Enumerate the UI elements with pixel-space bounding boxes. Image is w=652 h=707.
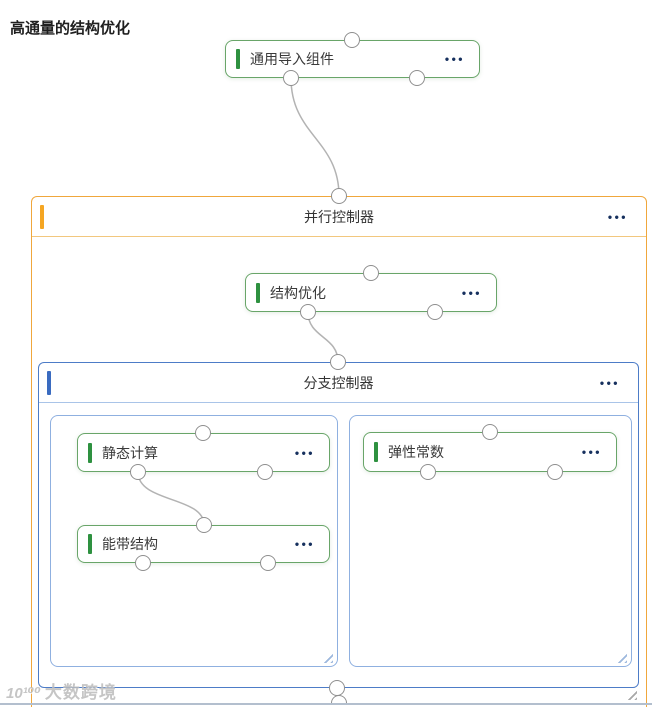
node-label: 静态计算 — [102, 444, 158, 461]
port-branch-top[interactable] — [330, 354, 346, 370]
watermark: 10¹⁰⁰ 大数跨境 — [6, 678, 117, 703]
branch-more-menu-icon[interactable]: ••• — [599, 376, 620, 390]
node-accent-bar-icon — [88, 442, 92, 463]
port-band-structure-bottom-right[interactable] — [260, 555, 276, 571]
port-structure-opt-bottom-left[interactable] — [300, 304, 316, 320]
port-band-structure-bottom-left[interactable] — [135, 555, 151, 571]
branch-controller-title: 分支控制器 — [303, 375, 374, 391]
parallel-controller-title: 并行控制器 — [304, 209, 374, 225]
branch-accent-bar-icon — [47, 371, 51, 395]
canvas-bottom-edge — [0, 703, 652, 705]
node-label: 通用导入组件 — [250, 51, 334, 67]
port-structure-opt-top[interactable] — [363, 265, 379, 281]
port-parallel-top[interactable] — [331, 188, 347, 204]
node-label: 结构优化 — [270, 284, 326, 301]
edge-import-to-parallel[interactable] — [290, 77, 340, 197]
port-band-structure-top[interactable] — [196, 517, 212, 533]
port-generic-import-top[interactable] — [344, 32, 360, 48]
port-structure-opt-bottom-right[interactable] — [427, 304, 443, 320]
node-more-menu-icon[interactable]: ••• — [581, 445, 602, 459]
port-static-calc-bottom-right[interactable] — [257, 464, 273, 480]
port-elastic-const-top[interactable] — [482, 424, 498, 440]
port-parallel-bottom[interactable] — [331, 695, 347, 704]
port-static-calc-bottom-left[interactable] — [130, 464, 146, 480]
page-title: 高通量的结构优化 — [10, 20, 131, 37]
node-label: 弹性常数 — [388, 444, 444, 460]
port-branch-bottom[interactable] — [329, 680, 345, 696]
node-accent-bar-icon — [236, 49, 240, 69]
watermark-logo-icon: 10¹⁰⁰ — [6, 685, 41, 702]
node-more-menu-icon[interactable]: ••• — [461, 285, 482, 300]
branch-controller-header[interactable]: 分支控制器 ••• — [39, 363, 638, 403]
watermark-label: 大数跨境 — [44, 683, 117, 702]
node-label: 能带结构 — [102, 536, 158, 552]
node-more-menu-icon[interactable]: ••• — [294, 537, 315, 551]
port-static-calc-top[interactable] — [195, 425, 211, 441]
port-elastic-const-bottom-left[interactable] — [420, 464, 436, 480]
node-more-menu-icon[interactable]: ••• — [294, 445, 315, 460]
parallel-accent-bar-icon — [40, 205, 44, 229]
port-elastic-const-bottom-right[interactable] — [547, 464, 563, 480]
port-generic-import-bottom-right[interactable] — [409, 70, 425, 86]
node-more-menu-icon[interactable]: ••• — [444, 52, 465, 66]
parallel-controller-header[interactable]: 并行控制器 ••• — [32, 197, 646, 237]
node-accent-bar-icon — [374, 442, 378, 462]
node-accent-bar-icon — [256, 282, 260, 303]
port-generic-import-bottom-left[interactable] — [283, 70, 299, 86]
node-band-structure[interactable]: 能带结构 ••• — [77, 525, 330, 563]
parallel-more-menu-icon[interactable]: ••• — [607, 210, 628, 224]
node-accent-bar-icon — [88, 534, 92, 554]
